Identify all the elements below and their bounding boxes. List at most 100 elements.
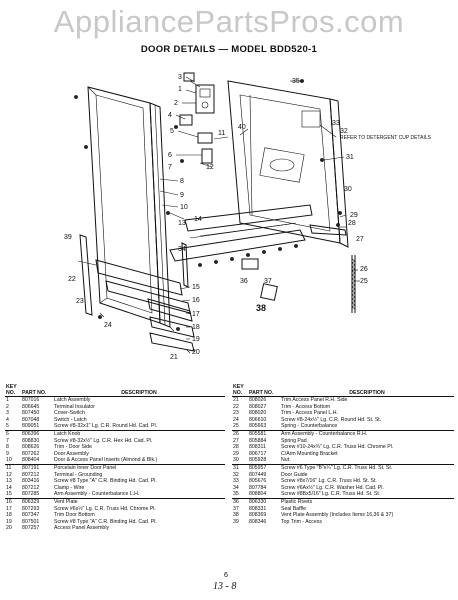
callout-36: 36 bbox=[240, 278, 248, 285]
key-no: 28 bbox=[233, 444, 239, 451]
description: Arm Assembly - Counterbalance R.H. bbox=[280, 429, 454, 438]
key-no: 5 bbox=[6, 423, 9, 430]
callout-37: 37 bbox=[264, 278, 272, 285]
part-no: 807347 bbox=[22, 512, 40, 519]
key-no: 7 bbox=[6, 437, 9, 444]
key-no: 22 bbox=[233, 403, 239, 410]
part-no: 808369 bbox=[249, 512, 267, 519]
part-no: 807016 bbox=[22, 397, 40, 403]
callout-21: 21 bbox=[170, 354, 178, 361]
callout-13: 13 bbox=[178, 220, 186, 227]
key-no: 2 bbox=[6, 403, 9, 410]
callout-7: 7 bbox=[168, 164, 172, 171]
description: C/Arm Mounting Bracket bbox=[281, 450, 338, 457]
callout-25: 25 bbox=[360, 278, 368, 285]
key-no: 15 bbox=[6, 491, 12, 498]
trim-door-bottom bbox=[169, 204, 313, 262]
door-guide bbox=[329, 98, 349, 248]
col-key: KEY NO. bbox=[5, 384, 21, 397]
description: Screw #8-24x½" Lg. C.R. Round Hd. St. St… bbox=[281, 416, 382, 423]
table-row: 27 805884 Spring Pad bbox=[232, 438, 454, 445]
key-no: 25 bbox=[233, 423, 239, 430]
key-no: 34 bbox=[233, 484, 239, 491]
description: Trim - Access Bottom bbox=[281, 403, 331, 410]
callout-26: 26 bbox=[360, 266, 368, 273]
callout-18: 18 bbox=[192, 324, 200, 331]
description: Terminal Insulator bbox=[54, 403, 95, 410]
callout-8: 8 bbox=[180, 178, 184, 185]
callout-12: 12 bbox=[206, 164, 214, 171]
callout-1: 1 bbox=[178, 86, 182, 93]
key-no: 18 bbox=[6, 512, 12, 519]
part-no: 807449 bbox=[249, 471, 267, 478]
key-no: 21 bbox=[233, 397, 239, 403]
callout-28: 28 bbox=[348, 220, 356, 227]
part-no: 808404 bbox=[22, 457, 40, 464]
callout-9: 9 bbox=[180, 192, 184, 199]
key-no: 16 bbox=[5, 497, 21, 506]
description: Screw #6x½" Lg. C.R. Truss Hd. Chrome Pl… bbox=[54, 505, 156, 512]
description: Screw #8x7/16" Lg. C.R. Truss Hd. St. St… bbox=[281, 478, 377, 485]
callout-27: 27 bbox=[356, 236, 364, 243]
key-no: 32 bbox=[233, 471, 239, 478]
part-no: 808346 bbox=[249, 518, 267, 525]
key-no: 39 bbox=[233, 518, 239, 525]
part-no: 808804 bbox=[249, 491, 267, 498]
key-no: 27 bbox=[233, 437, 239, 444]
callout-29: 29 bbox=[350, 212, 358, 219]
description: Screw #8 Type "A" C.R. Binding Hd. Cad. … bbox=[54, 478, 157, 485]
callout-34: 34 bbox=[178, 246, 186, 253]
key-no: 30 bbox=[233, 457, 239, 464]
part-no: 809051 bbox=[22, 423, 40, 430]
key-no: 17 bbox=[6, 505, 12, 512]
part-no: 808026 bbox=[249, 397, 267, 403]
part-no: 806645 bbox=[22, 403, 40, 410]
key-no: 14 bbox=[6, 484, 12, 491]
part-no: 808027 bbox=[249, 403, 267, 410]
callout-10: 10 bbox=[180, 204, 188, 211]
key-no: 19 bbox=[6, 518, 12, 525]
part-no: 805581 bbox=[248, 429, 280, 438]
key-no: 11 bbox=[5, 463, 21, 472]
handwritten-note: 13 - 8 bbox=[213, 581, 237, 592]
key-no: 4 bbox=[6, 416, 9, 423]
description: Screw #10-24x¾" Lg. C.R. Truss Hd. Chrom… bbox=[281, 444, 394, 451]
key-no: 10 bbox=[6, 457, 12, 464]
description: Spring Pad bbox=[281, 437, 307, 444]
key-no: 26 bbox=[232, 429, 248, 438]
key-no: 33 bbox=[233, 478, 239, 485]
key-no: 9 bbox=[6, 450, 9, 457]
callout-2: 2 bbox=[174, 100, 178, 107]
part-no: 808331 bbox=[249, 505, 267, 512]
callout-30: 30 bbox=[344, 186, 352, 193]
part-no: 807048 bbox=[22, 416, 40, 423]
callout-4: 4 bbox=[168, 112, 172, 119]
part-no: 806717 bbox=[249, 450, 267, 457]
callout-5: 5 bbox=[170, 128, 174, 135]
detergent-cup-note: REFER TO DETERGENT CUP DETAILS bbox=[340, 135, 432, 141]
part-no: 806610 bbox=[249, 416, 267, 423]
part-no: 807212 bbox=[22, 484, 40, 491]
callout-17: 17 bbox=[192, 311, 200, 318]
latch-assembly bbox=[179, 72, 215, 164]
key-no: 20 bbox=[6, 525, 12, 532]
callout-31: 31 bbox=[346, 154, 354, 161]
access-panel bbox=[95, 259, 195, 352]
part-no: 805884 bbox=[249, 437, 267, 444]
